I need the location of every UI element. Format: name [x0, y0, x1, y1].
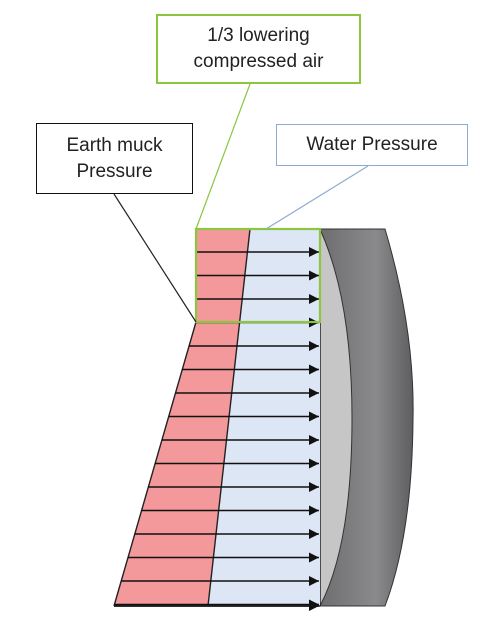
water-pressure-label: Water Pressure — [276, 124, 468, 166]
compressed-air-zone — [194, 227, 322, 324]
earth-pressure-region — [114, 229, 250, 606]
earth-water-boundary — [207, 228, 251, 607]
earth-leader-line — [113, 193, 197, 323]
pressure-arrows — [114, 247, 319, 611]
air-leader-line — [195, 83, 251, 230]
disc-face — [319, 228, 353, 607]
compressed-air-label: 1/3 lowering compressed air — [156, 14, 361, 84]
shield-disc — [319, 228, 414, 607]
water-pressure-region — [208, 229, 320, 606]
air-label-line2: compressed air — [193, 51, 324, 72]
earth-label-line1: Earth muck — [66, 134, 163, 156]
air-label-line1: 1/3 lowering — [207, 25, 310, 46]
water-label-text: Water Pressure — [306, 134, 438, 155]
earth-label-line2: Pressure — [76, 160, 153, 182]
water-leader-line — [265, 165, 369, 230]
earth-pressure-label: Earth muck Pressure — [36, 123, 193, 194]
